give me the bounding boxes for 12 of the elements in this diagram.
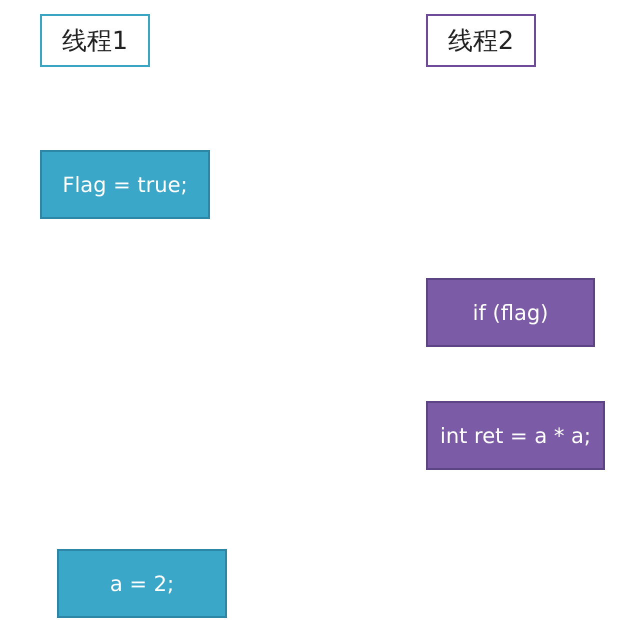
thread-name: 线程1 [62,25,128,57]
code-text: Flag = true; [62,172,188,196]
thread-name: 线程2 [448,25,514,57]
code-text: a = 2; [110,572,174,596]
code-step-box [426,401,605,470]
code-step-box [57,549,227,618]
code-text: int ret = a * a; [440,424,591,448]
thread-label-box [40,14,150,67]
code-step-box [40,150,210,219]
code-text: if (flag) [472,300,548,324]
thread-label-box [426,14,536,67]
code-step-box [426,278,595,347]
